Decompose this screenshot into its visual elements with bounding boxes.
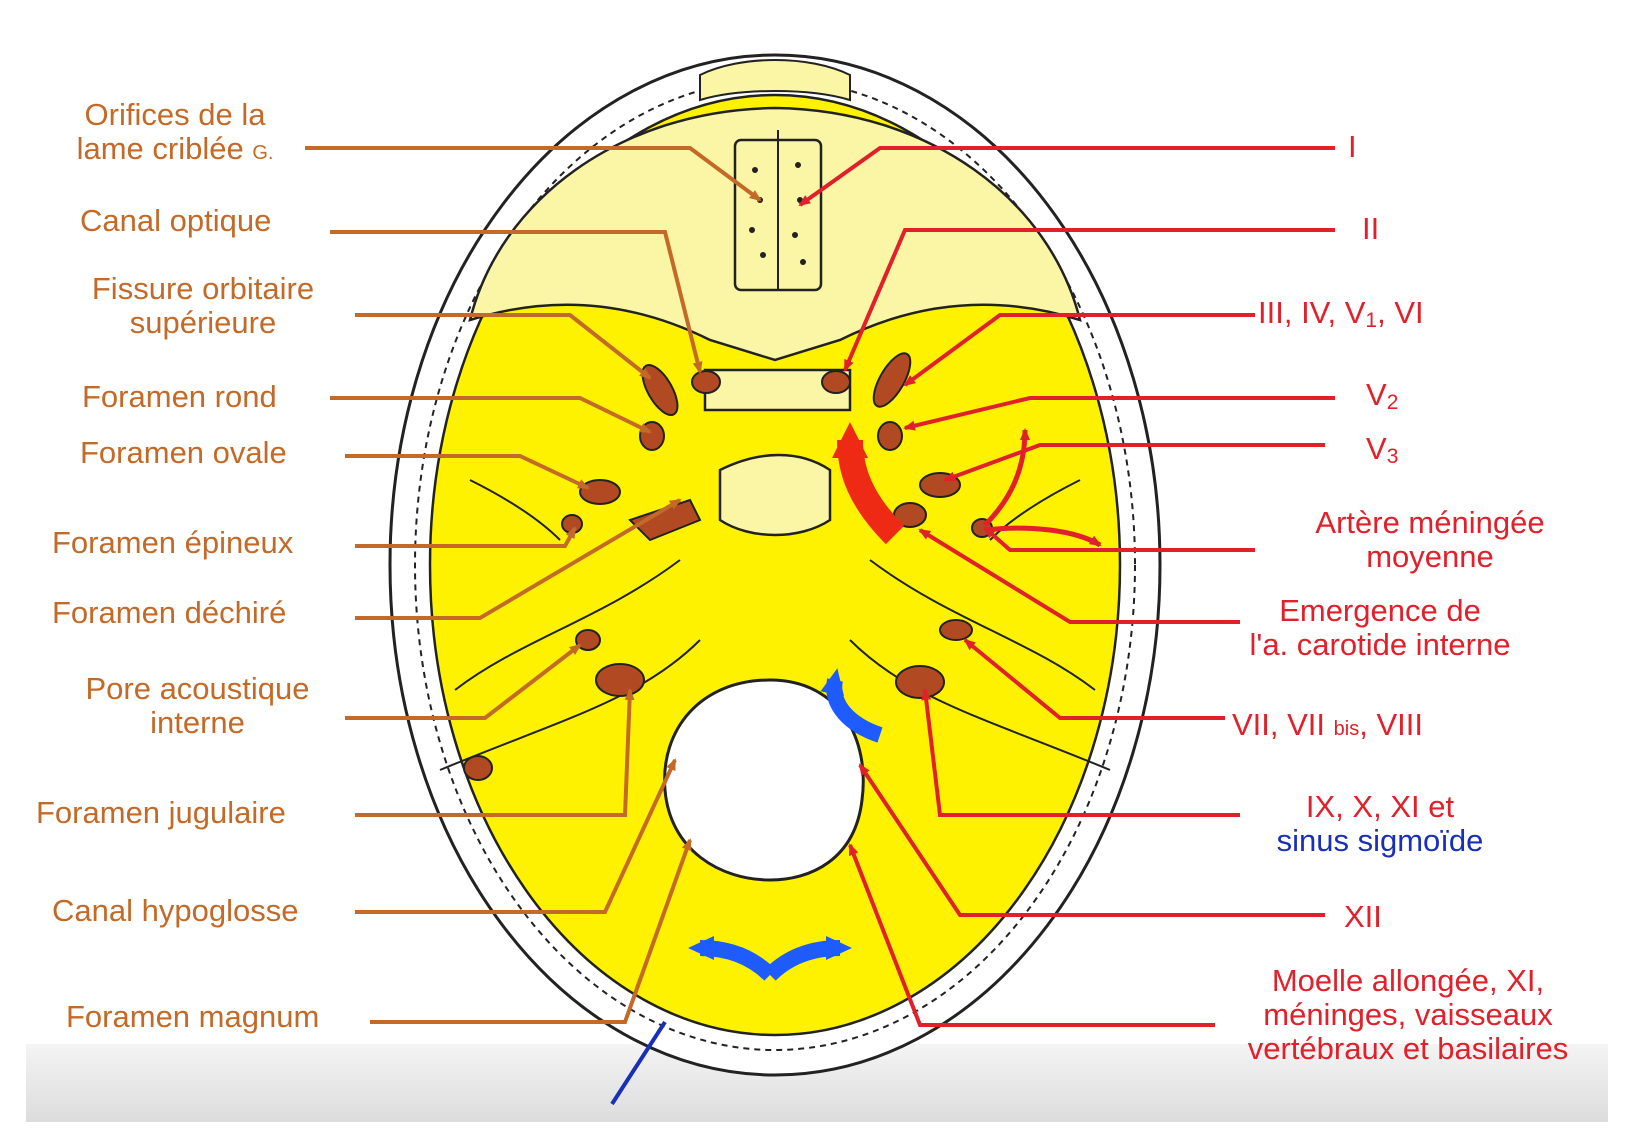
label-n7-small: bis: [1333, 718, 1360, 740]
sella-turcica: [718, 453, 832, 537]
label-internal-carotid-emergence: Emergence de l'a. carotide interne: [1220, 594, 1540, 662]
label-magnum-line2: méninges, vaisseaux: [1263, 997, 1553, 1032]
label-n3-text: III, IV, V: [1258, 295, 1366, 330]
label-n7-tail: , VIII: [1359, 707, 1423, 742]
label-n7-text: VII, VII: [1232, 707, 1326, 742]
label-hypoglossal-canal: Canal hypoglosse: [52, 893, 299, 928]
label-cribriform-line1: Orifices de la: [84, 97, 266, 132]
label-foramen-ovale: Foramen ovale: [80, 435, 287, 470]
fossa-divisions: [439, 479, 1111, 771]
meningeal-arrow-side: [984, 525, 1102, 548]
label-nerves-VII-VIII: VII, VII bis, VIII: [1232, 708, 1423, 746]
label-sof-line2: supérieure: [129, 305, 277, 340]
label-sigmoid-sinus: sinus sigmoïde: [1276, 823, 1484, 858]
foramen-magnum-shape: [663, 678, 865, 882]
label-foramen-rotundum: Foramen rond: [82, 379, 277, 414]
label-nerve-II: II: [1362, 211, 1380, 246]
meningeal-arrow-up: [983, 428, 1030, 527]
right-leader-lines: [798, 146, 1335, 1027]
label-nerves-IX-X-XI: IX, X, XI et sinus sigmoïde: [1250, 790, 1510, 858]
label-mma-line2: moyenne: [1366, 539, 1494, 574]
label-carotid-line1: Emergence de: [1279, 593, 1481, 628]
label-V2: V2: [1366, 378, 1398, 420]
label-mma-line1: Artère méningée: [1315, 505, 1545, 540]
label-magnum-line1: Moelle allongée, XI,: [1271, 963, 1545, 998]
frontal-sinus: [699, 59, 851, 102]
label-v2-sub: 2: [1386, 391, 1399, 414]
label-magnum-line3: vertébraux et basilaires: [1247, 1031, 1569, 1066]
label-foramen-magnum-contents: Moelle allongée, XI, méninges, vaisseaux…: [1208, 964, 1608, 1066]
label-foramen-lacerum: Foramen déchiré: [52, 595, 287, 630]
label-sof-line1: Fissure orbitaire: [91, 271, 315, 306]
sigmoid-blue-arrow: [820, 668, 883, 743]
label-n3-tail: , VI: [1377, 295, 1424, 330]
label-acoustic-line2: interne: [150, 705, 245, 740]
label-cribriform: Orifices de la lame criblée G.: [40, 98, 310, 170]
left-leader-lines: [305, 146, 762, 1024]
label-foramen-magnum: Foramen magnum: [66, 999, 320, 1034]
label-superior-orbital-fissure: Fissure orbitaire supérieure: [68, 272, 338, 340]
label-nerves-III-IV-V1-VI: III, IV, V1, VI: [1258, 296, 1424, 338]
label-internal-acoustic-pore: Pore acoustique interne: [60, 672, 335, 740]
label-cribriform-line2: lame criblée G.: [40, 132, 310, 170]
label-v3-text: V: [1366, 431, 1387, 466]
label-cribriform-suffix: G.: [252, 142, 274, 164]
label-v3-sub: 3: [1386, 445, 1399, 468]
label-cribriform-text: lame criblée: [76, 131, 244, 166]
label-n3-sub: 1: [1365, 309, 1378, 332]
carotid-curved-arrow: [832, 422, 905, 545]
sphenoid-body: [703, 368, 852, 412]
skull-outline: [388, 53, 1162, 1077]
label-nerve-XII: XII: [1344, 899, 1382, 934]
label-foramen-spinosum: Foramen épineux: [52, 525, 294, 560]
label-carotid-line2: l'a. carotide interne: [1249, 627, 1511, 662]
label-acoustic-line1: Pore acoustique: [85, 671, 310, 706]
blue-marker-line: [610, 1020, 667, 1106]
label-V3: V3: [1366, 432, 1398, 474]
blue-arrow-right: [764, 936, 852, 981]
label-n9-line1: IX, X, XI et: [1305, 789, 1455, 824]
label-middle-meningeal-artery: Artère méningée moyenne: [1290, 506, 1570, 574]
cribriform-plate: [733, 130, 823, 292]
label-optic-canal: Canal optique: [80, 203, 272, 238]
label-nerve-I: I: [1348, 129, 1357, 164]
blue-arrow-left: [688, 936, 776, 981]
label-v2-text: V: [1366, 377, 1387, 412]
label-jugular-foramen: Foramen jugulaire: [36, 795, 286, 830]
